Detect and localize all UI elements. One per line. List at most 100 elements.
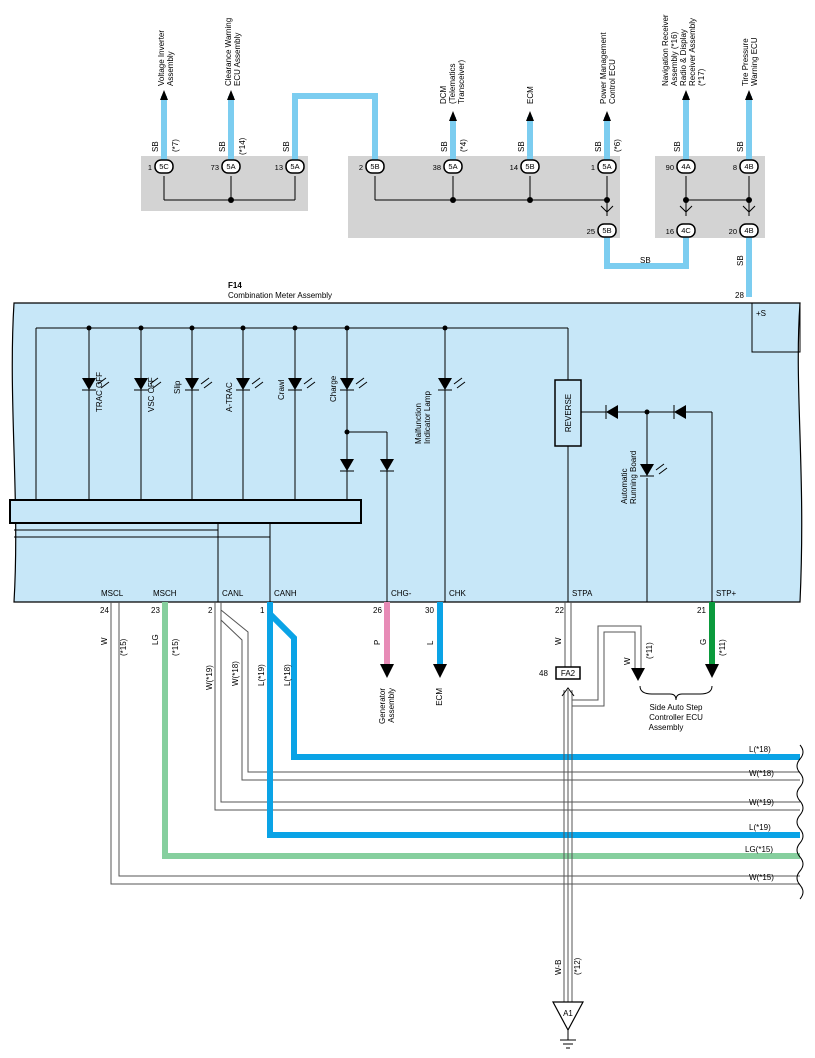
rl-3: L(*19) <box>749 823 771 832</box>
pin-28-name: +S <box>756 309 766 318</box>
wn-wb: (*12) <box>573 957 582 975</box>
dest-dcm-2: (Telematics <box>448 64 457 104</box>
bottom-destination-labels: Generator Assembly ECM Side Auto Step Co… <box>378 685 713 732</box>
wc-chg: P <box>373 640 382 645</box>
sb-4: SB <box>440 141 449 152</box>
pin-chg-num: 26 <box>373 606 382 615</box>
note-14: (*14) <box>238 137 247 155</box>
dest-tire-1: Tire Pressure <box>741 38 750 86</box>
lamp-auto-2: Running Board <box>629 451 638 504</box>
bottom-wires <box>110 602 800 1049</box>
dest-nav-3: Radio & Display <box>679 29 688 86</box>
dest-nav-5: (*17) <box>697 68 706 86</box>
jid-4: 5A <box>448 162 457 171</box>
ground-id: A1 <box>563 1009 573 1018</box>
wc-canh-1: L(*19) <box>257 664 266 686</box>
pin-chk-name: CHK <box>449 589 467 598</box>
jpin-9: 25 <box>587 227 595 236</box>
dest-clearance-1: Clearance Warning <box>224 18 233 86</box>
jid-2: 5A <box>290 162 299 171</box>
fa2-id: FA2 <box>561 669 576 678</box>
dest-generator-1: Generator <box>378 688 387 724</box>
dest-tire-2: Warning ECU <box>750 37 759 86</box>
meter-body <box>11 302 803 603</box>
rl-1: W(*18) <box>749 769 774 778</box>
lamp-auto-1: Automatic <box>620 468 629 504</box>
jpin-5: 14 <box>510 163 518 172</box>
sb-3: SB <box>282 141 291 152</box>
wc-msch: LG <box>151 634 160 645</box>
pin-canh-num: 1 <box>260 606 265 615</box>
dest-dcm-3: Transceiver) <box>457 60 466 104</box>
pin-stp-name: STP+ <box>716 589 737 598</box>
dest-clearance-2: ECU Assembly <box>233 33 242 86</box>
wn-msch: (*15) <box>171 638 180 656</box>
fa2-connector <box>555 666 581 680</box>
wc-canh-2: L(*18) <box>283 664 292 686</box>
lamp-charge: Charge <box>329 375 338 402</box>
right-side-labels: L(*18) W(*18) W(*19) L(*19) LG(*15) W(*1… <box>745 745 774 882</box>
note-7: (*7) <box>171 139 180 152</box>
reverse-relay <box>554 379 582 447</box>
jid-9: 5B <box>602 226 611 235</box>
led-charge <box>340 377 368 391</box>
dest-nav-1: Navigation Receiver <box>661 14 670 86</box>
meter-id: F14 <box>228 281 242 290</box>
wire-color-labels: W (*15) LG (*15) W(*19) W(*18) L(*19) L(… <box>100 634 727 975</box>
led-malfunction <box>438 377 466 391</box>
jpin-4: 38 <box>433 163 441 172</box>
pin-canh-name: CANH <box>274 589 297 598</box>
jid-8: 4B <box>744 162 753 171</box>
rl-5: W(*15) <box>749 873 774 882</box>
jid-11: 4B <box>744 226 753 235</box>
reverse-label: REVERSE <box>564 394 573 432</box>
jid-6: 5A <box>602 162 611 171</box>
jpin-2: 13 <box>275 163 283 172</box>
pin-stpa-name: STPA <box>572 589 593 598</box>
jpin-3: 2 <box>359 163 363 172</box>
dest-nav-4: Receiver Assembly <box>688 18 697 86</box>
top-arrowheads <box>160 90 753 121</box>
sb-wire-labels: SB (*7) SB (*14) SB SB (*4) SB SB (*6) S… <box>151 137 745 266</box>
wc-side: W <box>623 657 632 665</box>
jid-3: 5B <box>370 162 379 171</box>
pin-stp-num: 21 <box>697 606 706 615</box>
jid-5: 5B <box>525 162 534 171</box>
rl-0: L(*18) <box>749 745 771 754</box>
diodes <box>340 405 686 472</box>
jid-0: 5C <box>159 162 169 171</box>
fa2-pin: 48 <box>539 669 548 678</box>
junction-box-middle <box>348 156 620 238</box>
dest-ecm-top: ECM <box>526 86 535 104</box>
dest-nav-2: Assembly (*16) <box>670 31 679 86</box>
wn-stp: (*11) <box>718 639 727 656</box>
dest-voltage-inverter-2: Assembly <box>166 51 175 86</box>
wc-chk: L <box>426 640 435 645</box>
lamp-labels: TRAC OFF VSC OFF Slip A-TRAC Crawl Charg… <box>95 372 638 504</box>
jpin-7: 90 <box>666 163 674 172</box>
junction-connectors: 5C 5A 5A 5B 5A 5B 5A 4A 4B 5B 4C 4B 1 73… <box>148 159 759 238</box>
led-running-board <box>640 463 668 477</box>
dest-power-mgmt-1: Power Management <box>599 32 608 104</box>
pin-28-num: 28 <box>735 291 744 300</box>
jpin-10: 16 <box>666 227 674 236</box>
led-atrac <box>236 377 264 391</box>
pin-mscl-name: MSCL <box>101 589 124 598</box>
pin-chk-num: 30 <box>425 606 434 615</box>
led-slip <box>185 377 213 391</box>
led-lamps <box>82 377 668 477</box>
dest-ecm-bottom: ECM <box>435 688 444 706</box>
jpin-6: 1 <box>591 163 595 172</box>
jid-1: 5A <box>226 162 235 171</box>
sb-6: SB <box>594 141 603 152</box>
meter-name: Combination Meter Assembly <box>228 291 332 300</box>
wc-wb: W-B <box>554 960 563 975</box>
pin-msch-name: MSCH <box>153 589 177 598</box>
pin-canl-name: CANL <box>222 589 244 598</box>
rl-2: W(*19) <box>749 798 774 807</box>
wc-canl-2: W(*18) <box>231 661 240 686</box>
note-6: (*6) <box>613 139 622 152</box>
pin-chg-name: CHG- <box>391 589 412 598</box>
lamp-trac-off: TRAC OFF <box>95 372 104 412</box>
